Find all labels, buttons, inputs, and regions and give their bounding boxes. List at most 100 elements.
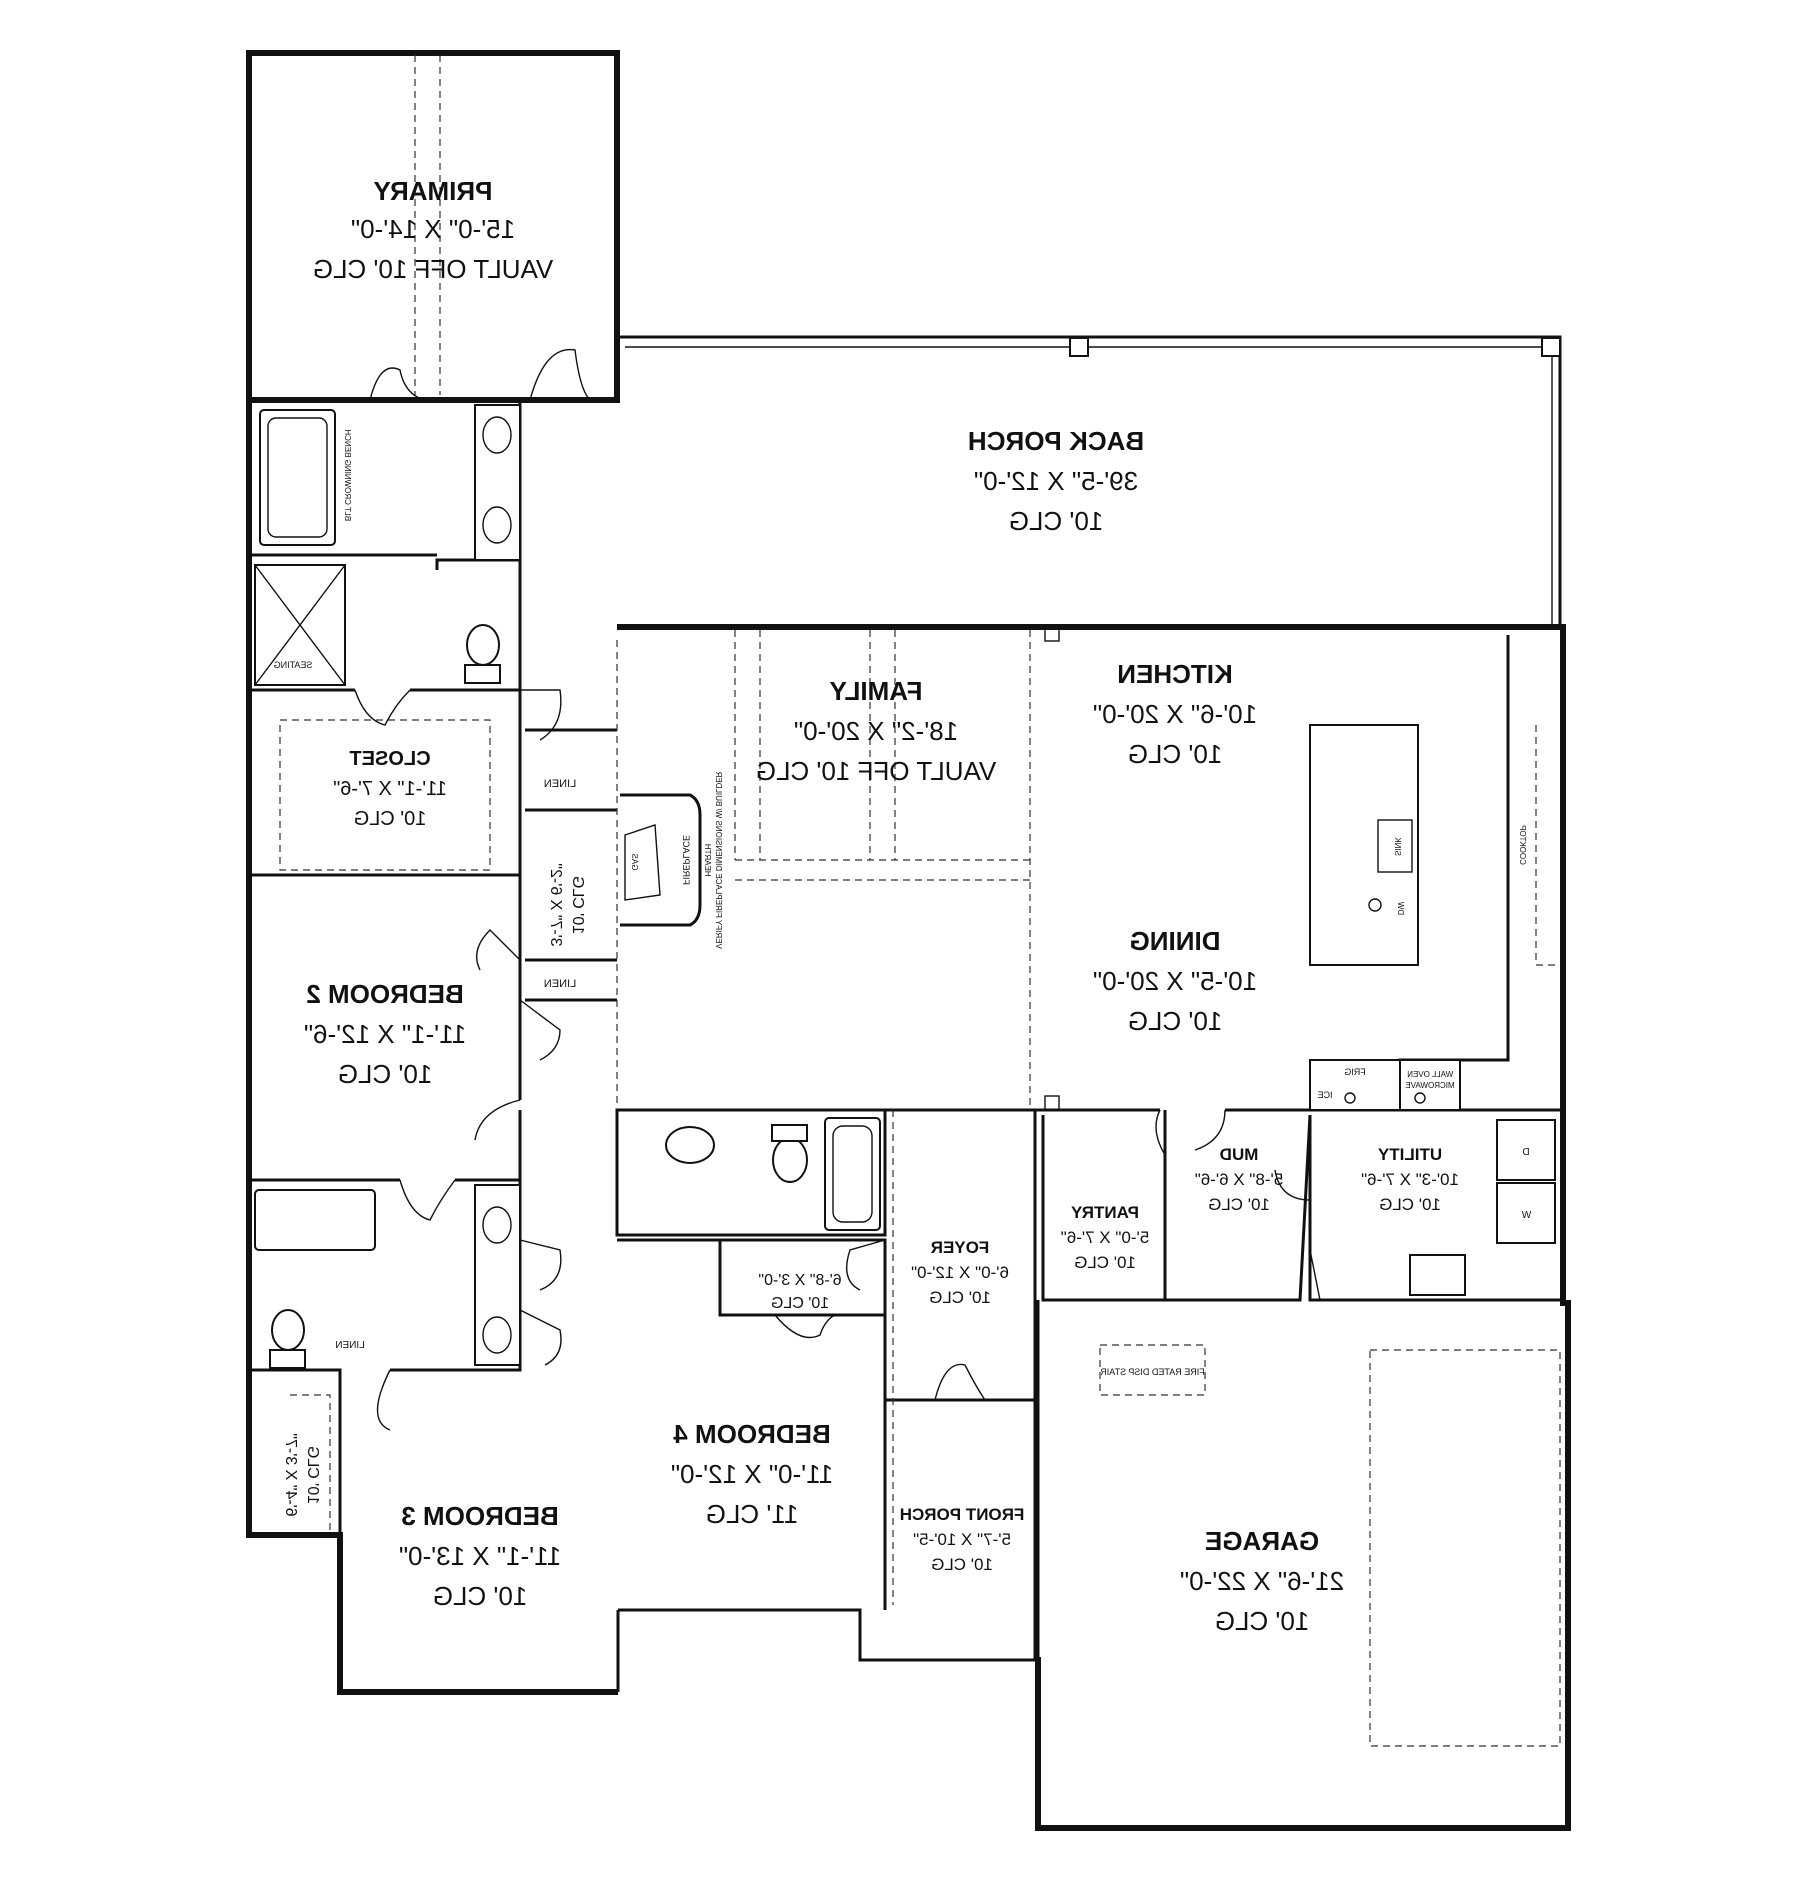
svg-text:BEDROOM 4: BEDROOM 4	[673, 1419, 831, 1449]
svg-text:3'-7" X 6'-2": 3'-7" X 6'-2"	[547, 863, 564, 946]
svg-text:PRIMARY: PRIMARY	[374, 176, 493, 206]
svg-text:BACK PORCH: BACK PORCH	[968, 426, 1144, 456]
porch-posts	[1044, 337, 1561, 1111]
label-ice: ICE	[1317, 1090, 1332, 1100]
svg-text:MUD: MUD	[1220, 1145, 1259, 1164]
svg-text:10'-6" X 20'-0": 10'-6" X 20'-0"	[1093, 699, 1257, 729]
svg-text:11'-1" X 13'-0": 11'-1" X 13'-0"	[399, 1541, 561, 1571]
svg-text:MICROWAVE: MICROWAVE	[1405, 1081, 1454, 1090]
fixtures	[254, 404, 1556, 1369]
label-mud: MUD 5'-8" X 6'-6" 10' CLG	[1195, 1145, 1284, 1214]
label-pantry: PANTRY 5'-0" X 7'-6" 10' CLG	[1061, 1203, 1150, 1272]
svg-text:VERIFY FIREPLACE DIMENSIONS W/: VERIFY FIREPLACE DIMENSIONS W/ BUILDER	[714, 771, 723, 948]
fixture-labels: LINEN LINEN LINEN SEATING BLT CROWNING B…	[274, 429, 1532, 1377]
label-bedroom4: BEDROOM 4 11'-0" X 12'-0" 11' CLG	[671, 1419, 833, 1529]
svg-text:VAULT OFF 10' CLG: VAULT OFF 10' CLG	[756, 756, 996, 786]
label-dryer: D	[1522, 1147, 1529, 1158]
svg-text:FAMILY: FAMILY	[830, 676, 923, 706]
label-hearth: HEARTH	[703, 844, 712, 877]
svg-text:BEDROOM 2: BEDROOM 2	[306, 979, 463, 1009]
label-frig: FRIG	[1344, 1067, 1366, 1077]
label-dw: DW	[1396, 901, 1405, 915]
svg-text:COOKTOP: COOKTOP	[1518, 825, 1527, 865]
svg-text:15'-0" X 14'-0": 15'-0" X 14'-0"	[351, 214, 515, 244]
label-garage: GARAGE 21'-6" X 22'-0" 10' CLG	[1180, 1526, 1344, 1636]
svg-text:11' CLG: 11' CLG	[706, 1499, 799, 1529]
svg-text:W: W	[1521, 1210, 1531, 1221]
label-linen-3: LINEN	[335, 1340, 364, 1351]
label-linen-1: LINEN	[544, 778, 576, 790]
svg-text:6'-4" X 3'-7": 6'-4" X 3'-7"	[282, 1433, 299, 1516]
label-cooktop: COOKTOP	[1518, 825, 1527, 865]
svg-text:10' CLG: 10' CLG	[771, 1295, 829, 1312]
svg-text:6'-8" X 3'-0": 6'-8" X 3'-0"	[758, 1272, 841, 1289]
svg-text:SEATING: SEATING	[274, 660, 313, 670]
label-bench: BLT CROWNING BENCH	[343, 429, 352, 521]
svg-text:39'-5" X 12'-0": 39'-5" X 12'-0"	[974, 466, 1138, 496]
svg-text:DINING: DINING	[1130, 926, 1221, 956]
label-fireplace: FIREPLACE	[681, 835, 691, 885]
label-wic-c: 10' CLG 6'-4" X 3'-7"	[282, 1433, 321, 1516]
svg-text:DW: DW	[1396, 901, 1405, 915]
label-microwave: MICROWAVE	[1405, 1081, 1454, 1090]
label-kitchen: KITCHEN 10'-6" X 20'-0" 10' CLG	[1093, 659, 1257, 769]
svg-text:PANTRY: PANTRY	[1070, 1203, 1139, 1222]
svg-text:FRONT PORCH: FRONT PORCH	[900, 1505, 1025, 1524]
svg-text:ICE: ICE	[1317, 1090, 1332, 1100]
dashed-lines	[279, 55, 1561, 1747]
svg-text:LINEN: LINEN	[335, 1340, 364, 1351]
svg-text:10'-5" X 20'-0": 10'-5" X 20'-0"	[1093, 966, 1257, 996]
svg-text:CLOSET: CLOSET	[349, 748, 430, 770]
svg-text:5'-0" X 7'-6": 5'-0" X 7'-6"	[1061, 1228, 1150, 1247]
svg-text:HEARTH: HEARTH	[703, 844, 712, 877]
label-foyer: FOYER 6'-0" X 12'-0" 10' CLG	[911, 1238, 1009, 1307]
svg-text:10' CLG: 10' CLG	[1128, 1006, 1223, 1036]
svg-text:10' CLG: 10' CLG	[304, 1446, 321, 1504]
svg-text:10' CLG: 10' CLG	[1208, 1195, 1270, 1214]
svg-text:SINK: SINK	[1393, 837, 1402, 856]
label-sink: SINK	[1393, 837, 1402, 856]
svg-text:10' CLG: 10' CLG	[931, 1555, 993, 1574]
label-bedroom2: BEDROOM 2 11'-1" X 12'-6" 10' CLG	[304, 979, 466, 1089]
label-wic-a: 10' CLG 3'-7" X 6'-2"	[547, 863, 586, 946]
svg-text:BEDROOM 3: BEDROOM 3	[401, 1501, 558, 1531]
svg-text:WALL OVEN: WALL OVEN	[1407, 1070, 1453, 1079]
svg-text:10' CLG: 10' CLG	[1074, 1253, 1136, 1272]
label-back-porch: BACK PORCH 39'-5" X 12'-0" 10' CLG	[968, 426, 1144, 536]
svg-text:10' CLG: 10' CLG	[569, 876, 586, 934]
fireplace	[620, 793, 702, 927]
svg-text:FRIG: FRIG	[1344, 1067, 1366, 1077]
svg-text:10' CLG: 10' CLG	[1379, 1195, 1441, 1214]
label-washer: W	[1521, 1210, 1531, 1221]
label-primary: PRIMARY 15'-0" X 14'-0" VAULT OFF 10' CL…	[313, 176, 553, 284]
svg-text:LINEN: LINEN	[544, 778, 576, 790]
svg-text:FOYER: FOYER	[931, 1238, 990, 1257]
svg-text:FIRE RATED DISP STAIR: FIRE RATED DISP STAIR	[1100, 1367, 1205, 1377]
svg-text:5'-7" X 10'-5": 5'-7" X 10'-5"	[913, 1530, 1011, 1549]
svg-text:LINEN: LINEN	[544, 978, 576, 990]
svg-text:10'-3" X 7'-6": 10'-3" X 7'-6"	[1361, 1170, 1459, 1189]
label-bedroom3: BEDROOM 3 11'-1" X 13'-0" 10' CLG	[399, 1501, 561, 1611]
label-linen-2: LINEN	[544, 978, 576, 990]
label-fire-rated: FIRE RATED DISP STAIR	[1100, 1367, 1205, 1377]
svg-text:10' CLG: 10' CLG	[433, 1581, 528, 1611]
svg-text:6'-0" X 12'-0": 6'-0" X 12'-0"	[911, 1263, 1009, 1282]
svg-text:11'-1" X 7'-6": 11'-1" X 7'-6"	[333, 778, 447, 800]
svg-text:11'-1" X 12'-6": 11'-1" X 12'-6"	[304, 1019, 466, 1049]
svg-text:D: D	[1522, 1147, 1529, 1158]
svg-text:21'-6" X 22'-0": 21'-6" X 22'-0"	[1180, 1566, 1344, 1596]
label-wic-b: 6'-8" X 3'-0" 10' CLG	[758, 1272, 841, 1312]
svg-text:10' CLG: 10' CLG	[354, 808, 427, 830]
svg-text:FIREPLACE: FIREPLACE	[681, 835, 691, 885]
svg-text:VAULT OFF 10' CLG: VAULT OFF 10' CLG	[313, 254, 553, 284]
svg-text:10' CLG: 10' CLG	[338, 1059, 433, 1089]
label-closet: CLOSET 11'-1" X 7'-6" 10' CLG	[333, 748, 447, 830]
label-utility: UTILITY 10'-3" X 7'-6" 10' CLG	[1361, 1145, 1459, 1214]
doors	[354, 348, 1321, 1431]
svg-text:10' CLG: 10' CLG	[929, 1288, 991, 1307]
svg-text:GARAGE: GARAGE	[1205, 1526, 1319, 1556]
room-labels: PRIMARY 15'-0" X 14'-0" VAULT OFF 10' CL…	[282, 176, 1459, 1636]
label-dining: DINING 10'-5" X 20'-0" 10' CLG	[1093, 926, 1257, 1036]
svg-text:10' CLG: 10' CLG	[1128, 739, 1223, 769]
